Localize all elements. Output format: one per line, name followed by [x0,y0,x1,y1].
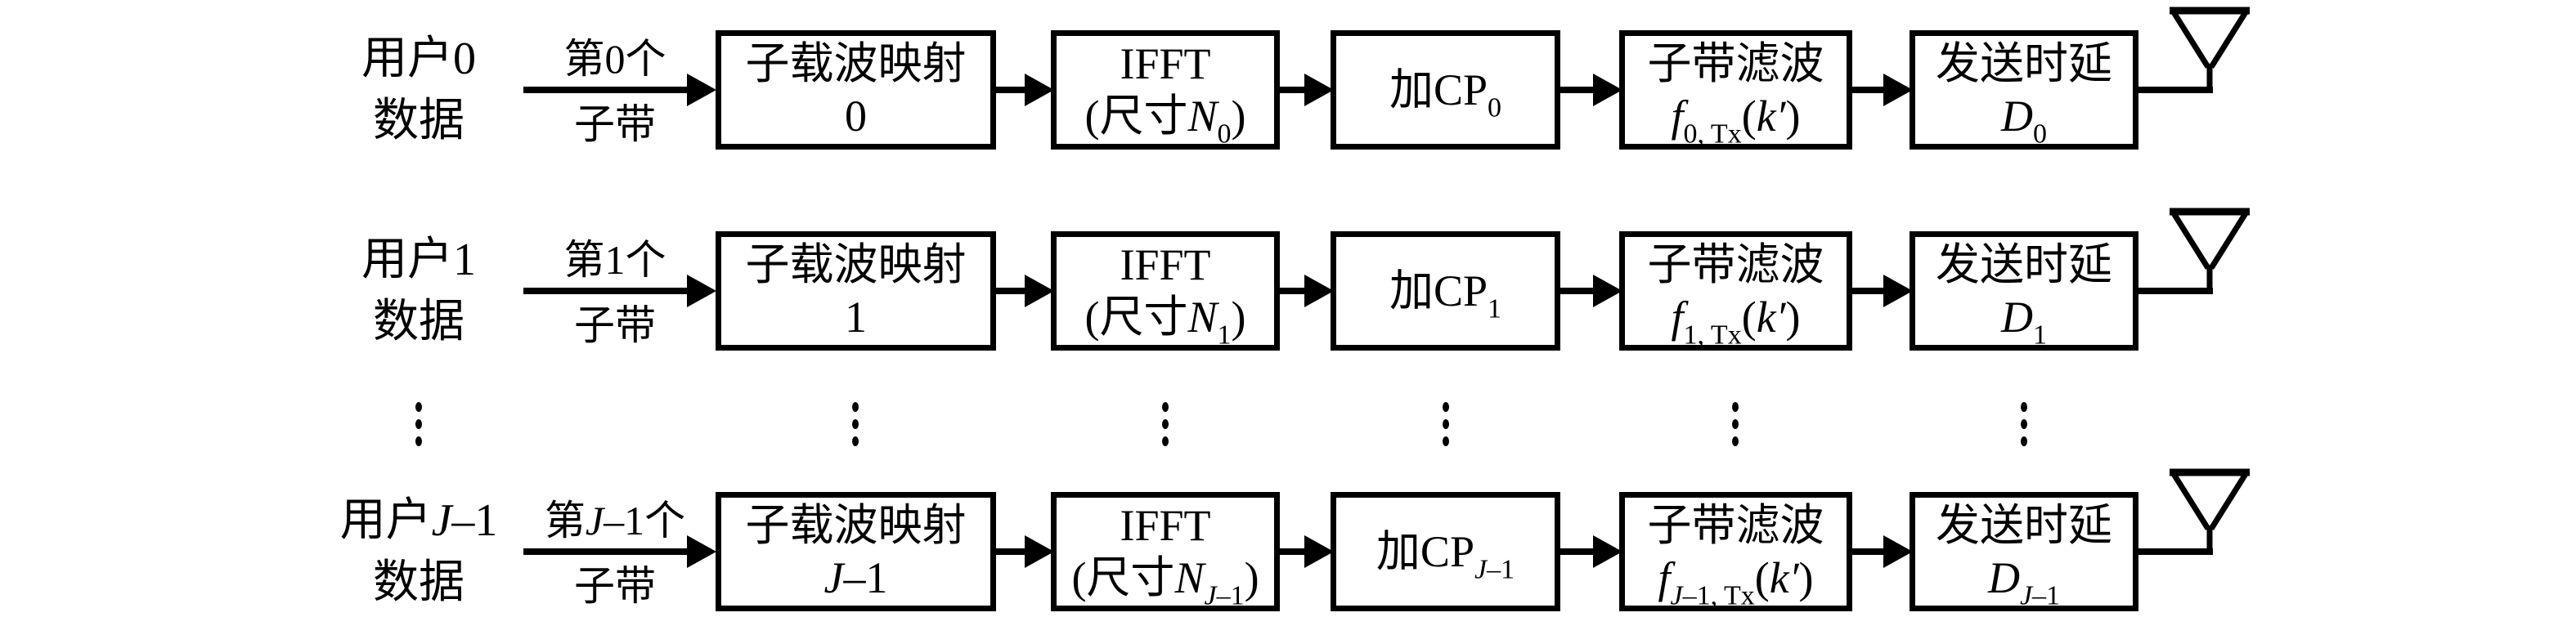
subcarrier-mapping-index: J–1 [824,553,888,602]
subcarrier-mapping-index: 0 [845,92,867,141]
user-label-line1: 用户0 [361,34,476,84]
tx-delay-box: 发送时延 D0 [1910,30,2138,150]
tx-delay-symbol: D1 [2001,293,2047,351]
subband-filter-title: 子带滤波 [1647,39,1824,88]
ifft-title: IFFT [1120,39,1211,88]
subband-filter-box: 子带滤波 fJ–1, Tx(k′) [1619,492,1852,611]
add-cp-box: 加CP1 [1331,231,1560,351]
flow-arrow [993,275,1054,307]
flow-arrow [1849,275,1913,307]
subband-arrow-label-top: 第J–1个 [544,498,686,543]
antenna-wire [2134,288,2213,294]
flow-arrow [993,535,1054,568]
subcarrier-mapping-title: 子载波映射 [745,240,967,289]
vertical-ellipsis [1732,402,1739,446]
flow-arrow [1557,535,1622,568]
add-cp-label: 加CPJ–1 [1376,527,1515,585]
ifft-size-label: (尺寸NJ–1) [1071,553,1259,611]
ifft-title: IFFT [1120,501,1211,550]
user-label-line1: 用户J–1 [339,495,498,546]
subband-input-arrow [523,275,716,307]
tx-delay-title: 发送时延 [1936,240,2112,289]
user-label-line2: 数据 [373,96,464,146]
vertical-ellipsis [852,402,859,446]
subband-arrow-label-bottom: 子带 [574,302,656,348]
subcarrier-mapping-box: 子载波映射 J–1 [716,492,996,611]
subband-filter-title: 子带滤波 [1647,501,1824,550]
subcarrier-mapping-index: 1 [845,293,867,342]
antenna-icon [2170,7,2250,90]
subcarrier-mapping-box: 子载波映射 0 [716,30,996,150]
flow-arrow [993,74,1054,106]
flow-arrow [1849,74,1913,106]
ifft-title: IFFT [1120,240,1211,289]
vertical-ellipsis [415,402,422,446]
user-label-line2: 数据 [372,557,464,608]
subband-filter-title: 子带滤波 [1647,240,1824,289]
add-cp-box: 加CPJ–1 [1331,492,1560,611]
flow-arrow [1557,74,1622,106]
vertical-ellipsis [1443,402,1449,446]
subband-filter-formula: f1, Tx(k′) [1671,293,1801,351]
subcarrier-mapping-title: 子载波映射 [745,39,967,88]
flow-arrow [1277,275,1334,307]
tx-delay-symbol: D0 [2001,92,2047,150]
user-label-line2: 数据 [373,297,464,347]
tx-delay-box: 发送时延 DJ–1 [1910,492,2138,611]
add-cp-label: 加CP0 [1389,65,1502,123]
ifft-box: IFFT (尺寸N1) [1051,231,1280,351]
flow-arrow [1849,535,1913,568]
tx-delay-symbol: DJ–1 [1987,553,2061,611]
subband-arrow-label-top: 第0个 [563,36,666,82]
subband-filter-formula: fJ–1, Tx(k′) [1658,553,1814,611]
antenna-wire [2134,87,2213,93]
user-label-line1: 用户1 [361,235,476,285]
subband-input-arrow [523,535,716,568]
user-data-label: 用户0 数据 [361,28,476,152]
flow-arrow [1557,275,1622,307]
subband-filter-box: 子带滤波 f0, Tx(k′) [1619,30,1852,150]
vertical-ellipsis [2021,402,2027,446]
subband-input-arrow [523,74,716,106]
subband-filter-formula: f0, Tx(k′) [1671,92,1801,150]
antenna-icon [2170,468,2250,552]
subband-arrow-label-bottom: 子带 [574,101,656,147]
subband-filter-box: 子带滤波 f1, Tx(k′) [1619,231,1852,351]
user-data-label: 用户1 数据 [361,229,476,353]
add-cp-box: 加CP0 [1331,30,1560,150]
ifft-box: IFFT (尺寸N0) [1051,30,1280,150]
subcarrier-mapping-title: 子载波映射 [745,501,967,550]
flow-arrow [1277,74,1334,106]
user-data-label: 用户J–1 数据 [340,490,498,614]
ifft-size-label: (尺寸N0) [1084,92,1246,150]
tx-delay-title: 发送时延 [1936,501,2112,550]
tx-delay-box: 发送时延 D1 [1910,231,2138,351]
add-cp-label: 加CP1 [1389,266,1502,324]
flow-arrow [1277,535,1334,568]
antenna-wire [2134,548,2213,555]
subband-arrow-label-bottom: 子带 [574,563,656,609]
subband-arrow-label-top: 第1个 [563,237,666,283]
ifft-box: IFFT (尺寸NJ–1) [1051,492,1280,611]
vertical-ellipsis [1162,402,1169,446]
subcarrier-mapping-box: 子载波映射 1 [716,231,996,351]
antenna-icon [2170,208,2250,291]
tx-delay-title: 发送时延 [1936,39,2112,88]
ifft-size-label: (尺寸N1) [1084,293,1246,351]
